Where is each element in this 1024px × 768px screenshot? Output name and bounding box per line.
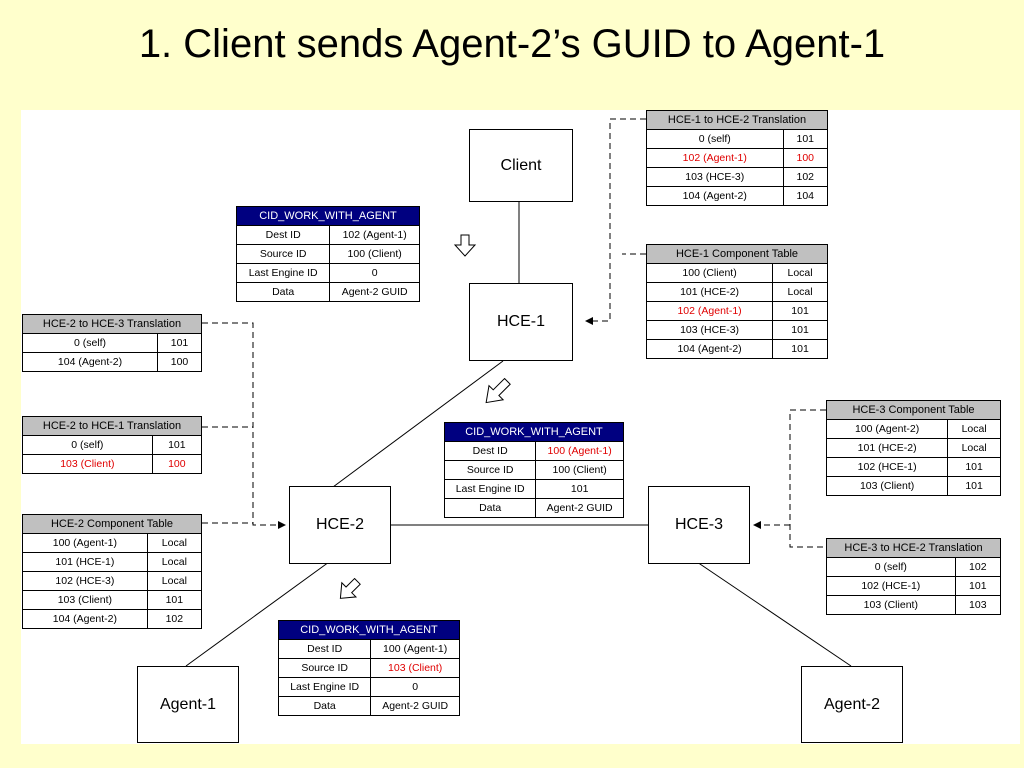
hce1-component-table: HCE-1 Component Table 100 (Client)Local … [645, 244, 828, 359]
table-title: HCE-2 Component Table [22, 514, 202, 534]
link-hce2-agent1 [185, 561, 330, 667]
table-title: HCE-2 to HCE-3 Translation [22, 314, 202, 334]
flow-arrow-diag-icon [339, 577, 361, 599]
table-title: CID_WORK_WITH_AGENT [278, 620, 460, 640]
hce3-to-hce2-translation-table: HCE-3 to HCE-2 Translation 0 (self)102 1… [826, 538, 1002, 615]
link-hce3-agent2 [696, 561, 852, 667]
hce2-to-hce3-translation-table: HCE-2 to HCE-3 Translation 0 (self)101 1… [21, 314, 202, 372]
hce2-to-hce1-translation-table: HCE-2 to HCE-1 Translation 0 (self)101 1… [22, 416, 203, 474]
hce3-component-table: HCE-3 Component Table 100 (Agent-2)Local… [825, 400, 1001, 496]
hce2-node[interactable]: HCE-2 [289, 486, 391, 564]
link-hce1-hce2 [332, 360, 504, 488]
slide-title: 1. Client sends Agent-2’s GUID to Agent-… [138, 22, 886, 66]
hce2-component-table: HCE-2 Component Table 100 (Agent-1)Local… [22, 514, 203, 629]
hce1-node[interactable]: HCE-1 [469, 283, 573, 361]
table-title: HCE-1 Component Table [646, 244, 828, 264]
hce1-to-hce2-translation-table: HCE-1 to HCE-2 Translation 0 (self)101 1… [646, 110, 829, 206]
table-title: HCE-2 to HCE-1 Translation [22, 416, 202, 436]
agent2-node[interactable]: Agent-2 [801, 666, 903, 743]
table-title: CID_WORK_WITH_AGENT [236, 206, 420, 226]
table-title: HCE-1 to HCE-2 Translation [646, 110, 828, 130]
flow-arrow-diag-icon [485, 377, 511, 404]
diagram-canvas: Client HCE-1 HCE-2 HCE-3 Agent-1 Agent-2… [21, 110, 1020, 744]
connector-lines [185, 118, 852, 667]
table-title: HCE-3 to HCE-2 Translation [826, 538, 1001, 558]
agent1-node[interactable]: Agent-1 [137, 666, 239, 743]
table-title: CID_WORK_WITH_AGENT [444, 422, 624, 442]
table-title: HCE-3 Component Table [826, 400, 1001, 420]
flow-arrow-down-icon [453, 234, 477, 257]
client-node[interactable]: Client [469, 129, 573, 202]
hce3-node[interactable]: HCE-3 [648, 486, 750, 564]
